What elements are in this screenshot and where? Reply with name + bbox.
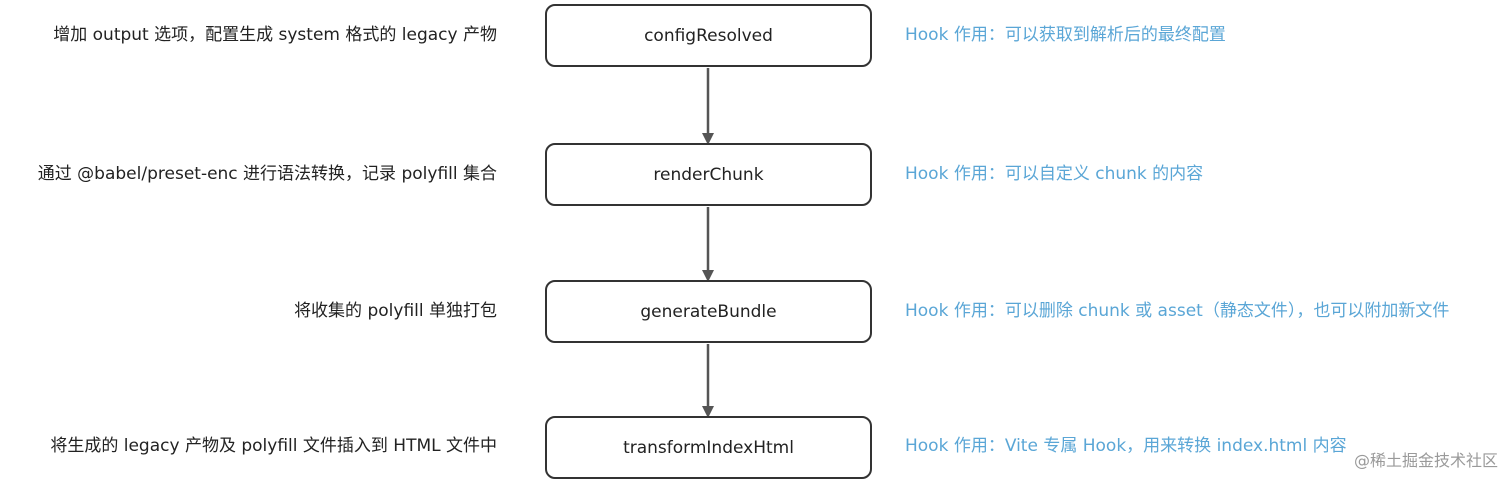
step-1-note: Hook 作用：可以获取到解析后的最终配置 [905, 25, 1226, 45]
step-3-description: 将收集的 polyfill 单独打包 [294, 301, 497, 321]
step-4-description: 将生成的 legacy 产物及 polyfill 文件插入到 HTML 文件中 [50, 436, 497, 456]
step-4-note: Hook 作用：Vite 专属 Hook，用来转换 index.html 内容 [905, 436, 1347, 456]
step-2-note: Hook 作用：可以自定义 chunk 的内容 [905, 164, 1204, 184]
node-configresolved: configResolved [545, 4, 872, 67]
node-renderchunk: renderChunk [545, 143, 872, 206]
watermark: @稀土掘金技术社区 [1353, 451, 1498, 470]
step-2-description: 通过 @babel/preset-enc 进行语法转换，记录 polyfill … [37, 164, 497, 184]
node-generatebundle: generateBundle [545, 280, 872, 343]
step-3-note: Hook 作用：可以删除 chunk 或 asset（静态文件），也可以附加新文… [905, 301, 1450, 321]
node-transformindexhtml: transformIndexHtml [545, 416, 872, 479]
step-1-description: 增加 output 选项，配置生成 system 格式的 legacy 产物 [53, 25, 497, 45]
